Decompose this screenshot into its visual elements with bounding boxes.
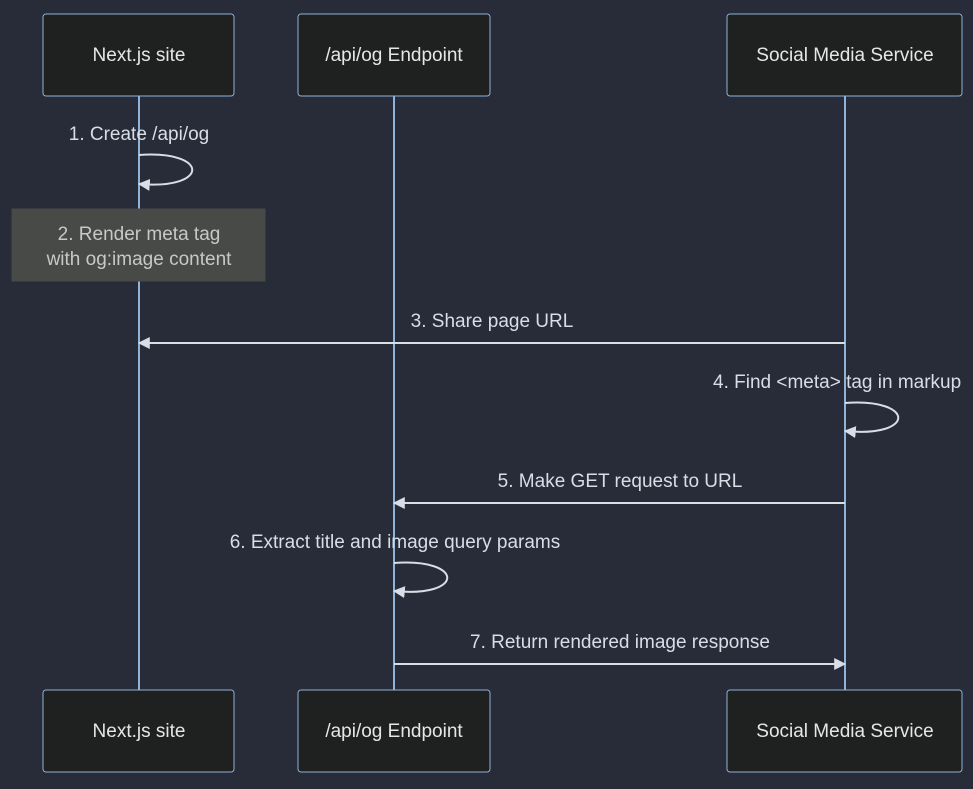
participant-label: Social Media Service — [756, 45, 933, 66]
message-6-self: 6. Extract title and image query params — [230, 532, 561, 599]
participant-label: Social Media Service — [756, 721, 933, 742]
message-label: 6. Extract title and image query params — [230, 532, 561, 553]
self-arrow — [392, 561, 449, 599]
participant-label: Next.js site — [93, 721, 186, 742]
message-label: 4. Find <meta> tag in markup — [713, 372, 961, 393]
message-7-return-image: 7. Return rendered image response — [394, 632, 847, 670]
participant-nextjs-site-top: Next.js site — [42, 13, 235, 97]
note-render-meta-tag: 2. Render meta tag with og:image content — [11, 208, 266, 282]
message-5-get-request: 5. Make GET request to URL — [392, 471, 845, 509]
message-label: 1. Create /api/og — [69, 124, 209, 145]
message-4-self: 4. Find <meta> tag in markup — [713, 372, 961, 439]
self-arrow — [843, 401, 900, 439]
participant-label: /api/og Endpoint — [325, 721, 463, 742]
self-arrow — [137, 153, 194, 191]
participant-api-og-endpoint-bottom: /api/og Endpoint — [297, 689, 491, 773]
message-label: 5. Make GET request to URL — [498, 471, 743, 492]
participant-api-og-endpoint-top: /api/og Endpoint — [297, 13, 491, 97]
message-1-self: 1. Create /api/og — [69, 124, 209, 191]
message-label: 3. Share page URL — [411, 311, 574, 332]
message-label: 7. Return rendered image response — [470, 632, 770, 653]
participant-nextjs-site-bottom: Next.js site — [42, 689, 235, 773]
participant-label: Next.js site — [93, 45, 186, 66]
participant-social-media-service-bottom: Social Media Service — [726, 689, 963, 773]
note-line-2: with og:image content — [46, 249, 233, 270]
message-3-share-page-url: 3. Share page URL — [137, 311, 845, 349]
note-line-1: 2. Render meta tag — [58, 224, 221, 245]
participant-social-media-service-top: Social Media Service — [726, 13, 963, 97]
participant-label: /api/og Endpoint — [325, 45, 463, 66]
